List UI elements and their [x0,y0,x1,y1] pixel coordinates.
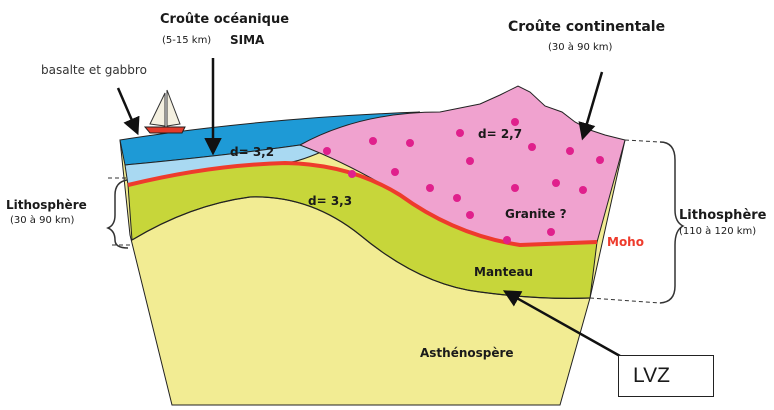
lithosphere-left-thickness: (30 à 90 km) [10,215,74,227]
continental-arrow [583,72,602,137]
granite-label: Granite ? [505,208,567,222]
asthenosphere-label: Asthénospère [420,347,514,361]
sima-label: SIMA [230,34,264,48]
basalt-label: basalte et gabbro [41,64,147,78]
lithosphere-right-thickness: (110 à 120 km) [679,226,756,238]
basalt-arrow [118,88,137,132]
density-oceanic-label: d= 3,2 [230,146,274,160]
mantle-label: Manteau [474,266,533,280]
sailboat-icon [145,90,185,133]
moho-label: Moho [607,236,644,250]
oceanic-crust-title: Croûte océanique [160,13,289,28]
oceanic-thickness: (5-15 km) [162,35,211,47]
lithosphere-right-label: Lithosphère [679,209,766,224]
continental-crust-title: Croûte continentale [508,19,665,35]
continental-thickness: (30 à 90 km) [548,42,612,54]
lvz-label: LVZ [633,364,670,388]
lvz-label-box: LVZ [618,355,714,397]
density-continental-label: d= 2,7 [478,128,522,142]
density-mantle-label: d= 3,3 [308,195,352,209]
lithosphere-left-label: Lithosphère [6,199,87,213]
